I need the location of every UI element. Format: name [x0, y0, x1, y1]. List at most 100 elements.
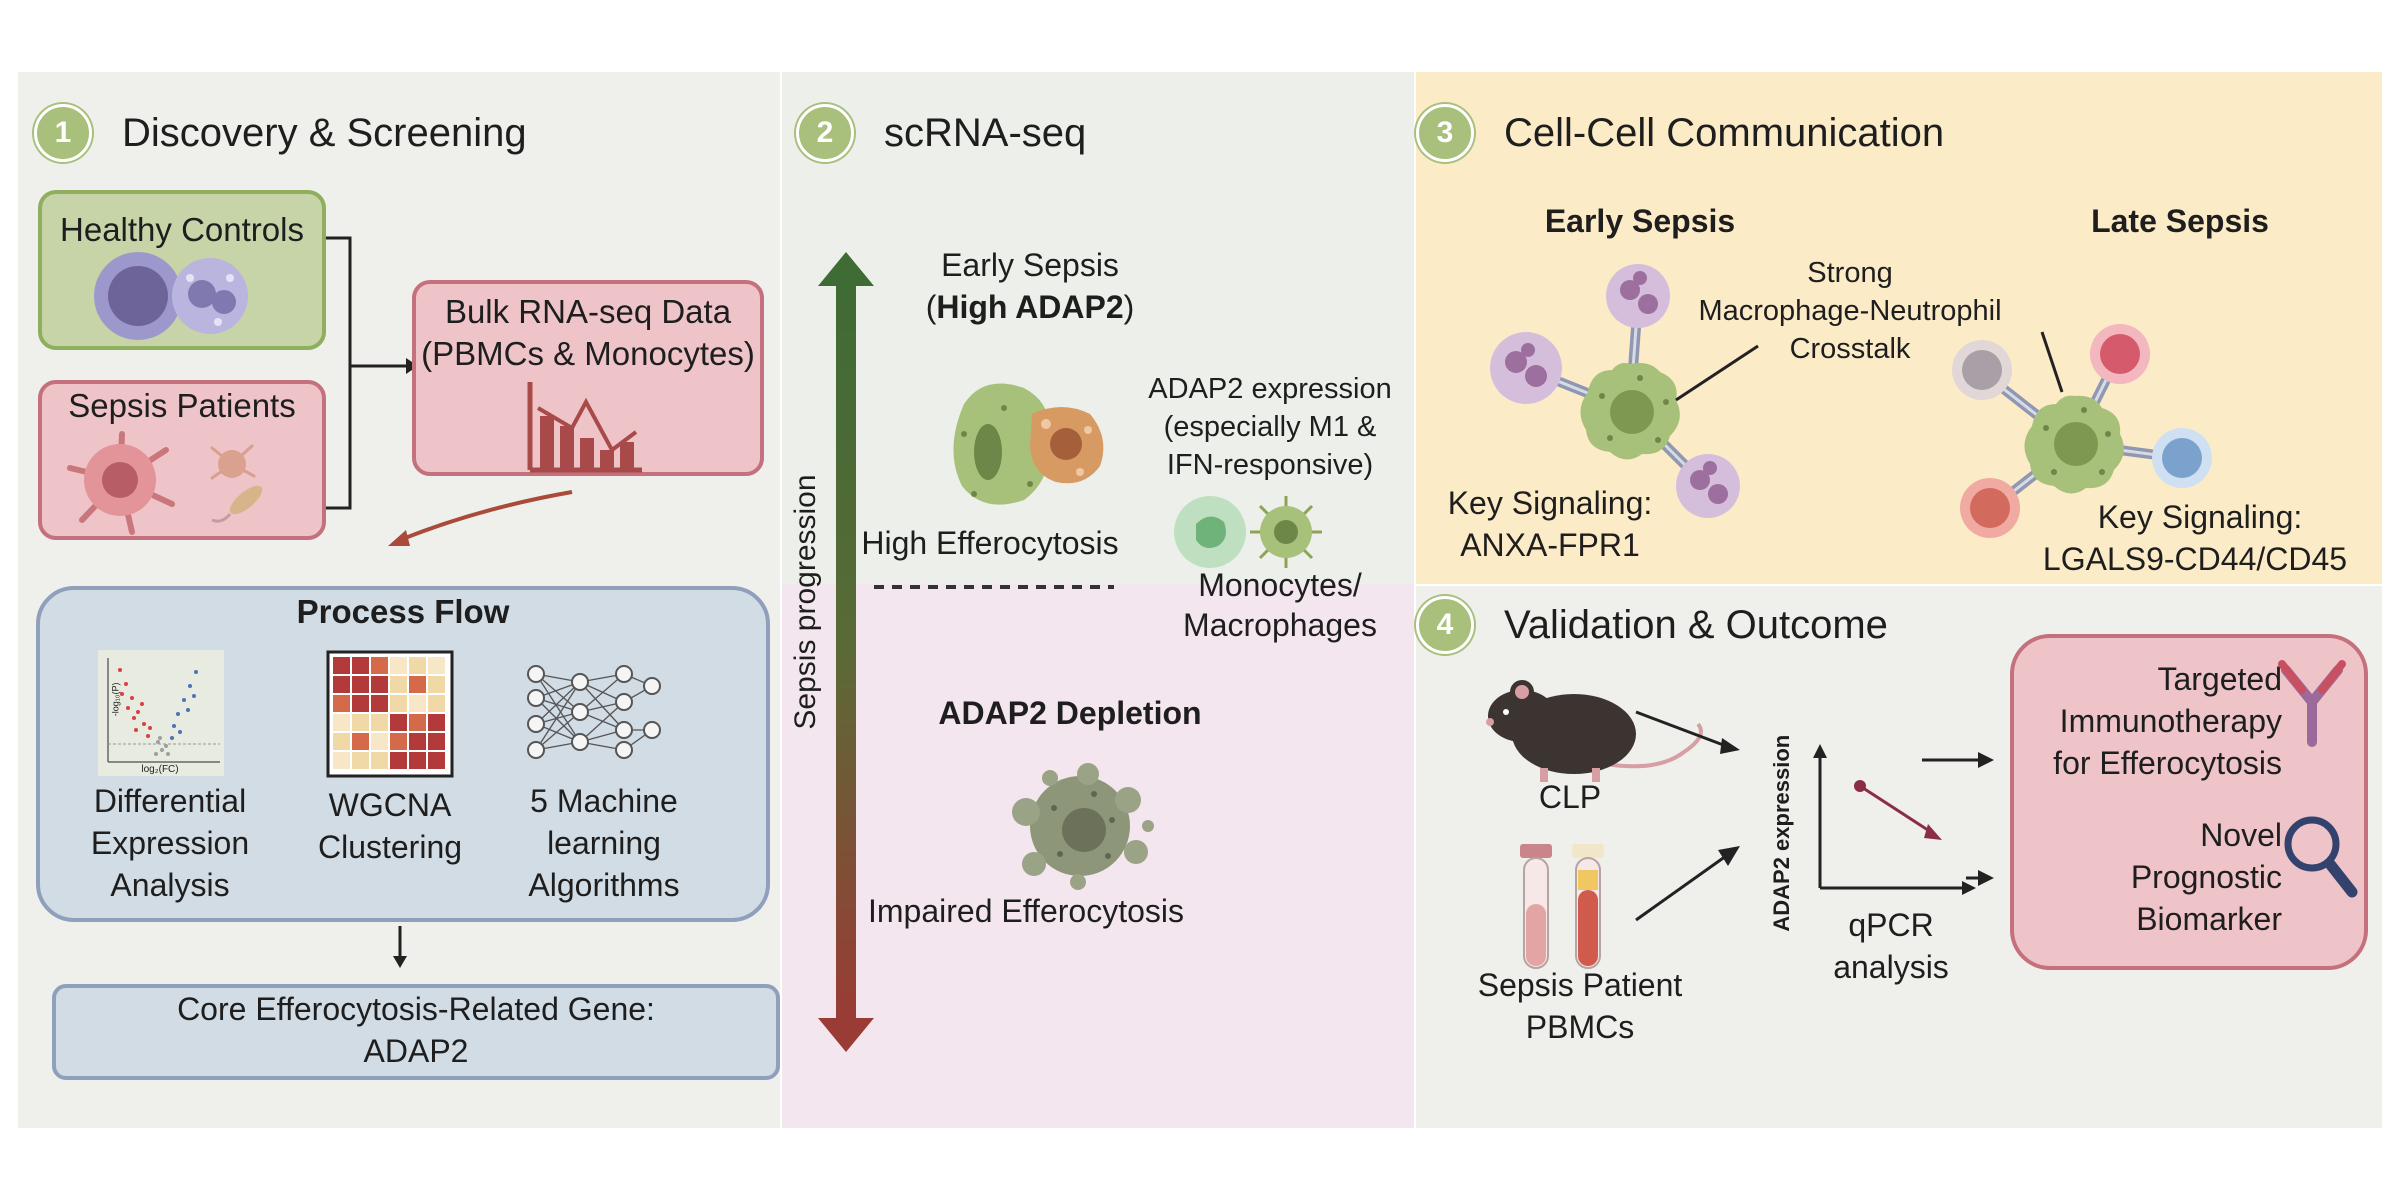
- adap2-depletion-label: ADAP2 Depletion: [938, 695, 1202, 731]
- adap2-expr-line3: IFN-responsive): [1166, 449, 1374, 481]
- heatmap-cell: [333, 695, 350, 712]
- heatmap-cell: [409, 752, 426, 769]
- healthy-cells-illustration: [94, 252, 248, 340]
- qpcr-y-label: ADAP2 expression: [1768, 734, 1794, 932]
- targeted-line2: Immunotherapy: [2059, 703, 2282, 739]
- crosstalk-line2: Macrophage-Neutrophil: [1698, 295, 2002, 327]
- late-sepsis-title: Late Sepsis: [2091, 203, 2269, 239]
- macrophage-efferocytosis-illustration: [953, 383, 1104, 505]
- key-signaling-early-line2: ANXA-FPR1: [1460, 527, 1640, 563]
- method-ml-line2: learning: [547, 825, 661, 861]
- bar-chart-icon: [527, 382, 642, 473]
- heatmap-cell: [428, 676, 445, 693]
- early-sepsis-title: Early Sepsis: [1544, 203, 1736, 239]
- heatmap-cell: [371, 752, 388, 769]
- volcano-plot-icon: [98, 650, 224, 776]
- dashed-divider: [874, 585, 1114, 589]
- bulk-rnaseq-line2: (PBMCs & Monocytes): [421, 335, 755, 372]
- heatmap-cell: [390, 657, 407, 674]
- high-efferocytosis-label: High Efferocytosis: [861, 525, 1119, 561]
- impaired-efferocytosis-label: Impaired Efferocytosis: [868, 893, 1184, 929]
- monocytes-line1: Monocytes/: [1198, 567, 1362, 603]
- bulk-rnaseq-box: [412, 280, 764, 476]
- panel1-title: Discovery & Screening: [122, 110, 527, 155]
- panel4-header: 4 Validation & Outcome: [1416, 596, 1888, 654]
- step-number-4: 4: [1416, 596, 1474, 654]
- heatmap-cell: [409, 695, 426, 712]
- heatmap-cell: [352, 657, 369, 674]
- method-dea-line3: Analysis: [110, 867, 230, 903]
- heatmap-cell: [390, 752, 407, 769]
- late-sepsis-network: [1952, 324, 2212, 538]
- pbmc-line2: PBMCs: [1525, 1009, 1635, 1045]
- heatmap-cell: [371, 695, 388, 712]
- novel-line1: Novel: [2200, 817, 2282, 853]
- depleted-macrophage-illustration: [1012, 763, 1154, 890]
- step-number-2: 2: [796, 104, 854, 162]
- heatmap-cell: [333, 752, 350, 769]
- sepsis-progression-arrow: [818, 252, 874, 1052]
- monocytes-line2: Macrophages: [1183, 607, 1377, 643]
- early-sepsis-high-adap2: High ADAP2: [936, 289, 1124, 325]
- early-sepsis-network: [1490, 264, 1759, 518]
- qpcr-line1: qPCR: [1848, 907, 1934, 943]
- core-gene-line1: Core Efferocytosis-Related Gene:: [177, 991, 655, 1027]
- method-ml-line1: 5 Machine: [530, 783, 678, 819]
- neural-network-icon: [527, 665, 661, 759]
- healthy-controls-box: [38, 190, 326, 350]
- panel-scrna-top-bg: [782, 72, 1414, 584]
- healthy-controls-label: Healthy Controls: [60, 211, 304, 248]
- targeted-line1: Targeted: [2157, 661, 2282, 697]
- panel4-title: Validation & Outcome: [1504, 602, 1888, 647]
- pbmc-line1: Sepsis Patient: [1477, 967, 1683, 1003]
- key-signaling-early-line1: Key Signaling:: [1447, 485, 1653, 521]
- early-sepsis-line1: Early Sepsis: [941, 247, 1119, 283]
- adap2-expr-line2: (especially M1 &: [1163, 411, 1377, 443]
- heatmap-cell: [409, 657, 426, 674]
- wgcna-heatmap-icon: [326, 650, 454, 778]
- magnifier-icon: [2284, 816, 2358, 898]
- early-sepsis-line2: (High ADAP2): [880, 288, 1180, 326]
- panel3-title: Cell-Cell Communication: [1504, 110, 1945, 155]
- heatmap-cell: [428, 733, 445, 750]
- early-sepsis-close: ): [1123, 289, 1135, 325]
- heatmap-cell: [428, 714, 445, 731]
- step-number-3: 3: [1416, 104, 1474, 162]
- heatmap-cell: [333, 714, 350, 731]
- heatmap-cell: [409, 733, 426, 750]
- qpcr-line2: analysis: [1833, 949, 1949, 985]
- bracket-connector: [326, 236, 418, 510]
- heatmap-cell: [428, 695, 445, 712]
- heatmap-cell: [428, 752, 445, 769]
- panel2-title: scRNA-seq: [884, 110, 1087, 155]
- heatmap-cell: [390, 695, 407, 712]
- arrows-into-qpcr: [1635, 710, 1740, 922]
- heatmap-cell: [371, 714, 388, 731]
- heatmap-cell: [371, 733, 388, 750]
- heatmap-cell: [352, 676, 369, 693]
- step-number-1: 1: [34, 104, 92, 162]
- crosstalk-line1: Strong: [1807, 257, 1893, 289]
- qpcr-trend-plot: [1813, 744, 1976, 895]
- process-flow-title: Process Flow: [296, 593, 510, 630]
- heatmap-cell: [409, 714, 426, 731]
- core-gene-box: [52, 984, 780, 1080]
- heatmap-cell: [428, 657, 445, 674]
- panel-communication-bg: [1416, 72, 2382, 584]
- panel2-header: 2 scRNA-seq: [796, 104, 1086, 162]
- novel-line2: Prognostic: [2130, 859, 2282, 895]
- down-arrow-to-core: [393, 926, 407, 968]
- heatmap-cell: [333, 657, 350, 674]
- heatmap-cell: [333, 733, 350, 750]
- clp-label: CLP: [1538, 779, 1602, 815]
- panel1-header: 1 Discovery & Screening: [34, 104, 527, 162]
- early-sepsis-open: (: [925, 289, 937, 325]
- key-signaling-late-line2: LGALS9-CD44/CD45: [2042, 541, 2348, 577]
- novel-line3: Biomarker: [2136, 901, 2282, 937]
- heatmap-cell: [352, 714, 369, 731]
- heatmap-cell: [352, 752, 369, 769]
- volcano-y-label: -log₁₀(P): [110, 682, 121, 717]
- method-dea-line1: Differential: [93, 783, 247, 819]
- targeted-line3: for Efferocytosis: [2053, 745, 2282, 781]
- panel3-header: 3 Cell-Cell Communication: [1416, 104, 1944, 162]
